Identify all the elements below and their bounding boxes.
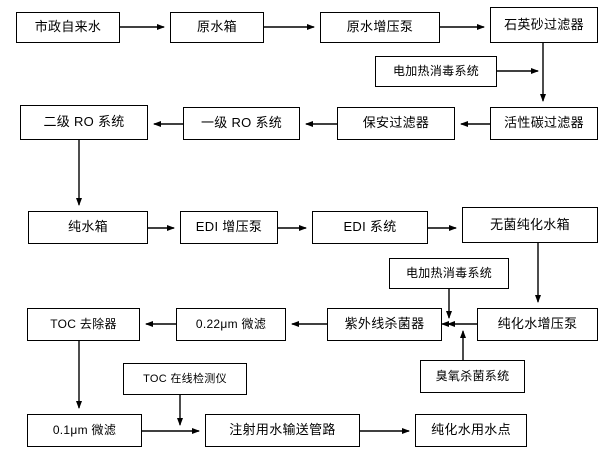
process-node-label: 一级 RO 系统 bbox=[200, 115, 283, 131]
process-node-n15[interactable]: 纯化水增压泵 bbox=[477, 308, 598, 341]
process-node-n12[interactable]: EDI 系统 bbox=[312, 211, 428, 244]
process-node-label: 原水箱 bbox=[197, 19, 237, 35]
process-node-label: EDI 系统 bbox=[343, 219, 397, 235]
process-node-n8[interactable]: 一级 RO 系统 bbox=[183, 107, 300, 140]
process-node-n13[interactable]: 无菌纯化水箱 bbox=[462, 207, 598, 243]
process-node-label: 紫外线杀菌器 bbox=[344, 316, 425, 332]
process-node-label: 0.22μm 微滤 bbox=[195, 316, 267, 331]
process-node-label: 0.1μm 微滤 bbox=[52, 422, 117, 437]
process-node-label: TOC 在线检测仪 bbox=[143, 372, 227, 385]
process-node-label: 原水增压泵 bbox=[346, 19, 414, 35]
process-node-n16[interactable]: 紫外线杀菌器 bbox=[327, 308, 442, 341]
process-node-n22[interactable]: 注射用水输送管路 bbox=[205, 414, 360, 447]
process-node-label: 注射用水输送管路 bbox=[229, 422, 336, 438]
process-node-label: 活性碳过滤器 bbox=[504, 115, 584, 131]
process-node-label: 臭氧杀菌系统 bbox=[435, 368, 510, 383]
process-node-n7[interactable]: 保安过滤器 bbox=[337, 107, 455, 140]
process-node-n20[interactable]: TOC 在线检测仪 bbox=[123, 363, 247, 395]
process-node-n6[interactable]: 活性碳过滤器 bbox=[490, 107, 598, 140]
process-node-n19[interactable]: 臭氧杀菌系统 bbox=[420, 360, 525, 393]
process-node-label: 纯化水增压泵 bbox=[497, 316, 578, 332]
process-node-label: TOC 去除器 bbox=[50, 316, 117, 331]
process-node-n2[interactable]: 原水箱 bbox=[170, 12, 264, 43]
process-node-n18[interactable]: TOC 去除器 bbox=[27, 308, 140, 341]
process-node-label: 石英砂过滤器 bbox=[504, 16, 584, 32]
process-node-n9[interactable]: 二级 RO 系统 bbox=[20, 105, 148, 140]
process-node-n11[interactable]: EDI 增压泵 bbox=[180, 211, 278, 244]
process-node-n23[interactable]: 纯化水用水点 bbox=[415, 414, 527, 447]
process-node-n1[interactable]: 市政自来水 bbox=[16, 12, 120, 43]
process-node-label: 纯水箱 bbox=[68, 219, 108, 235]
process-node-n3[interactable]: 原水增压泵 bbox=[320, 12, 440, 43]
process-node-n17[interactable]: 0.22μm 微滤 bbox=[176, 308, 286, 341]
process-node-label: 无菌纯化水箱 bbox=[490, 216, 570, 232]
process-node-label: 纯化水用水点 bbox=[431, 422, 511, 438]
process-node-n14[interactable]: 电加热消毒系统 bbox=[389, 258, 509, 289]
process-node-n10[interactable]: 纯水箱 bbox=[28, 211, 148, 244]
process-node-label: 电加热消毒系统 bbox=[405, 265, 493, 280]
process-node-label: EDI 增压泵 bbox=[195, 219, 263, 235]
process-node-label: 二级 RO 系统 bbox=[43, 114, 125, 130]
process-node-label: 保安过滤器 bbox=[362, 115, 430, 131]
process-node-label: 电加热消毒系统 bbox=[392, 63, 480, 78]
process-node-n5[interactable]: 电加热消毒系统 bbox=[375, 56, 497, 87]
process-node-label: 市政自来水 bbox=[34, 19, 102, 35]
process-node-n21[interactable]: 0.1μm 微滤 bbox=[27, 414, 142, 447]
process-node-n4[interactable]: 石英砂过滤器 bbox=[490, 7, 598, 43]
